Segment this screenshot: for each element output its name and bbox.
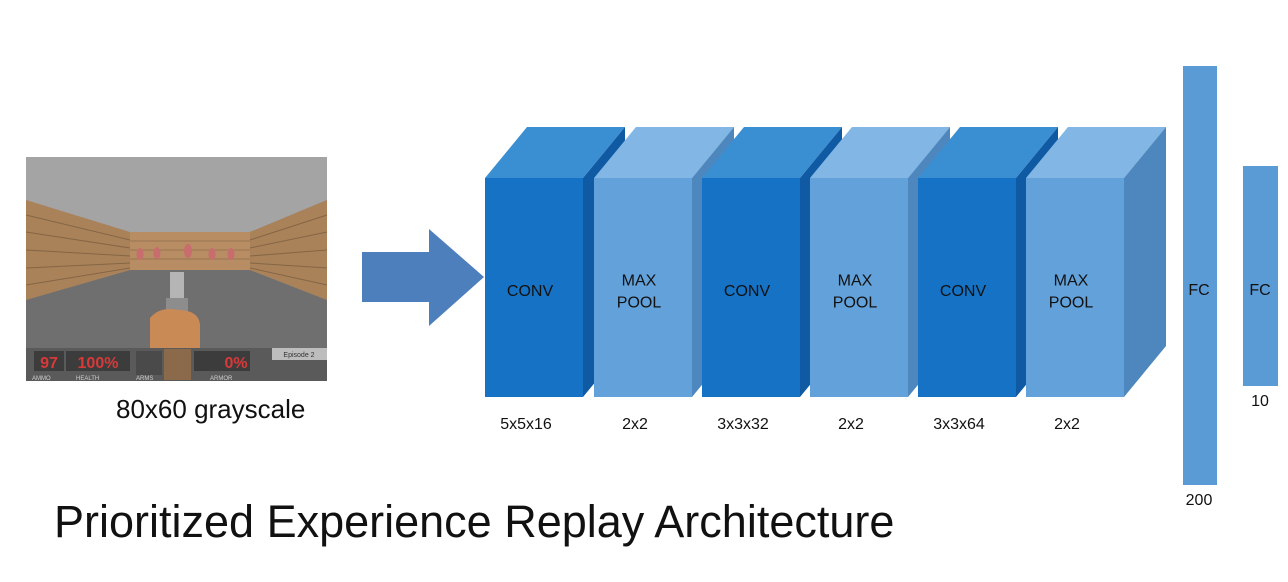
layer-dims-label-1: 5x5x16 — [500, 416, 552, 433]
layer-block-front-face — [594, 178, 692, 397]
layer-block-top-face — [1026, 127, 1166, 178]
layer-block-6 — [1026, 127, 1166, 397]
layer-blocks — [485, 127, 1166, 397]
hud-health: 100% — [78, 355, 119, 372]
layer-dims-label-2: 2x2 — [622, 416, 648, 433]
input-game-screenshot: 97 100% 0% Episode 2 AMMO HEALTH ARMS AR… — [25, 157, 328, 382]
layer-block-front-face — [702, 178, 800, 397]
fc-bar-200 — [1183, 66, 1217, 485]
fc-label-2: FC — [1249, 282, 1271, 300]
layer-block-top-face — [702, 127, 842, 178]
layer-block-top-face — [485, 127, 625, 178]
fc-size-label-2: 10 — [1251, 393, 1269, 410]
layer-label-5: CONV — [939, 283, 987, 301]
layer-block-front-face — [1026, 178, 1124, 397]
layer-dims-label-4: 2x2 — [838, 416, 864, 433]
layer-dims-label-5: 3x3x64 — [933, 416, 985, 433]
layer-block-top-face — [594, 127, 734, 178]
flow-arrow-icon — [362, 229, 484, 326]
layer-block-front-face — [810, 178, 908, 397]
hud-label-arms: ARMS — [136, 376, 153, 382]
layer-dims-label-3: 3x3x32 — [717, 416, 769, 433]
fc-label-1: FC — [1188, 282, 1210, 300]
fc-size-label-1: 200 — [1185, 492, 1213, 509]
layer-block-front-face — [485, 178, 583, 397]
layer-block-top-face — [918, 127, 1058, 178]
hud-armor: 0% — [224, 355, 247, 372]
layer-block-top-face — [810, 127, 950, 178]
hud-label-armor: ARMOR — [210, 376, 233, 382]
layer-block-front-face — [918, 178, 1016, 397]
input-caption: 80x60 grayscale — [116, 394, 306, 424]
fc-bar-10 — [1243, 166, 1278, 386]
hud-ammo: 97 — [40, 355, 58, 372]
hud-episode: Episode 2 — [283, 352, 314, 359]
layer-label-3: CONV — [723, 283, 771, 301]
layer-label-1: CONV — [506, 283, 554, 301]
diagram-title: Prioritized Experience Replay Architectu… — [54, 496, 895, 547]
layer-block-side-face — [1124, 127, 1166, 397]
layer-dims-label-6: 2x2 — [1054, 416, 1080, 433]
hud-label-health: HEALTH — [76, 376, 99, 382]
hud-label-ammo: AMMO — [32, 376, 51, 382]
